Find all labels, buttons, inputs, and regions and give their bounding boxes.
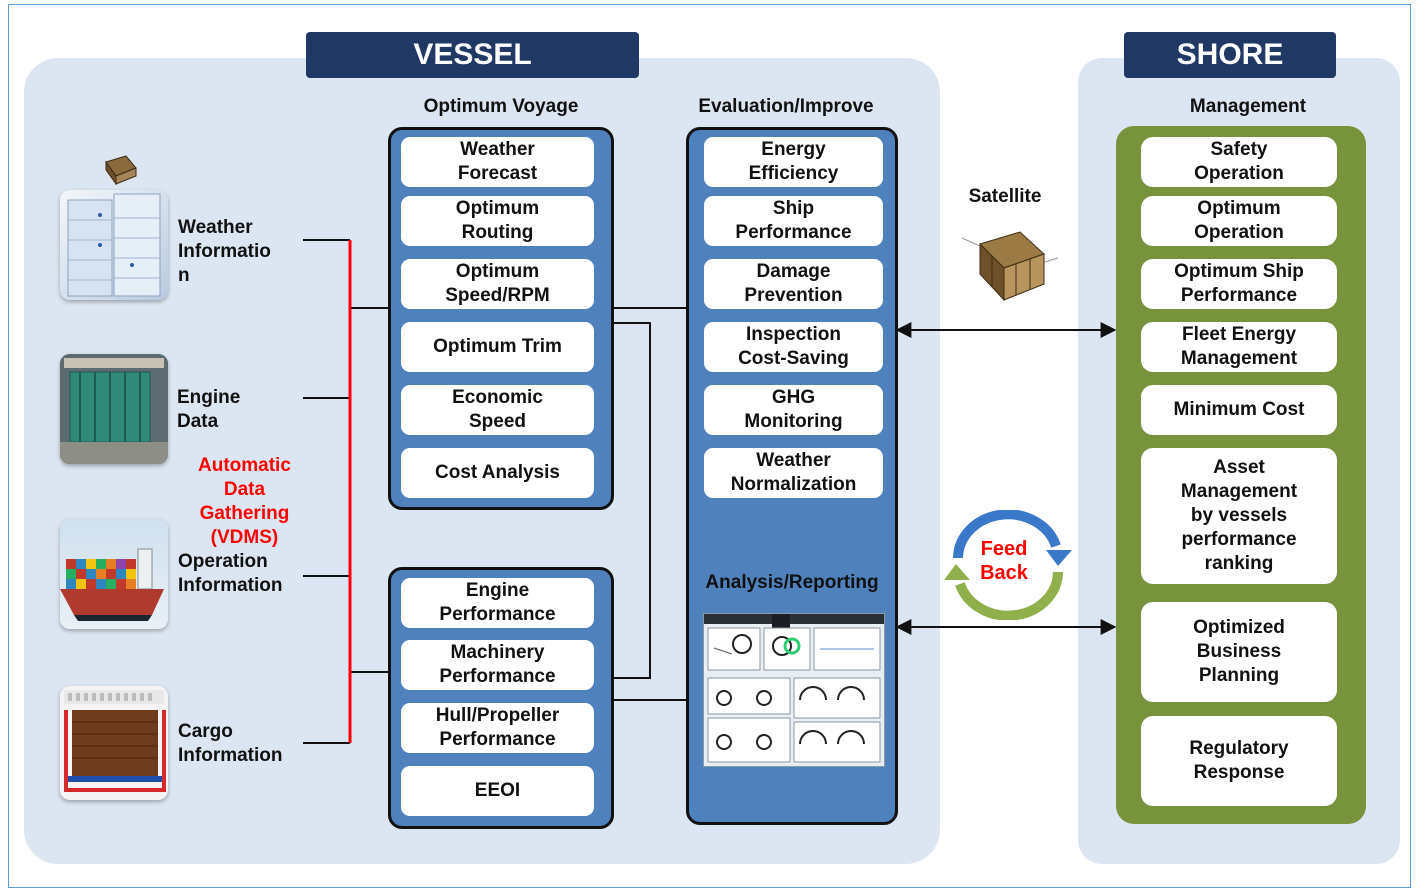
economic-speed-box: Economic Speed	[401, 385, 594, 435]
asset-management-box: Asset Management by vessels performance …	[1141, 448, 1337, 584]
engine-performance-box: Engine Performance	[401, 578, 594, 628]
optimum-trim-box: Optimum Trim	[401, 322, 594, 372]
fleet-energy-management-box: Fleet Energy Management	[1141, 322, 1337, 372]
cost-analysis-box: Cost Analysis	[401, 448, 594, 498]
vessel-header: VESSEL	[306, 32, 639, 78]
feedback-label: Feed Back	[980, 538, 1028, 584]
operation-information-label: Operation Information	[178, 551, 283, 596]
hull-propeller-performance-box: Hull/Propeller Performance	[401, 703, 594, 753]
ship-performance-box: Ship Performance	[704, 196, 883, 246]
evaluation-improve-title: Evaluation/Improve	[698, 96, 874, 117]
weather-normalization-box: Weather Normalization	[704, 448, 883, 498]
management-column: Safety Operation Optimum Operation Optim…	[1116, 126, 1366, 824]
weather-forecast-box: Weather Forecast	[401, 137, 594, 187]
container-ship-icon	[60, 519, 168, 629]
optimum-voyage-column: Weather Forecast Optimum Routing Optimum…	[388, 127, 614, 510]
performance-column: Engine Performance Machinery Performance…	[388, 567, 614, 829]
weather-information-label: Weather Informatio n	[178, 217, 271, 286]
weather-building-icon	[60, 190, 168, 300]
feedback-cycle-icon	[940, 509, 1076, 621]
analysis-dashboard-thumbnail	[703, 613, 885, 767]
optimum-speed-rpm-box: Optimum Speed/RPM	[401, 259, 594, 309]
cargo-information-label: Cargo Information	[178, 721, 283, 766]
optimum-ship-performance-box: Optimum Ship Performance	[1141, 259, 1337, 309]
engine-data-label: Engine Data	[177, 387, 241, 432]
vdms-label: Automatic Data Gathering (VDMS)	[198, 455, 291, 548]
satellite-icon	[958, 218, 1062, 308]
damage-prevention-box: Damage Prevention	[704, 259, 883, 309]
evaluation-column: Energy Efficiency Ship Performance Damag…	[686, 127, 898, 825]
cargo-plan-icon	[60, 686, 168, 800]
satellite-label: Satellite	[968, 186, 1042, 207]
small-satellite-icon	[100, 152, 140, 186]
engine-icon	[60, 354, 168, 464]
optimum-voyage-title: Optimum Voyage	[423, 96, 579, 117]
optimum-operation-box: Optimum Operation	[1141, 196, 1337, 246]
regulatory-response-box: Regulatory Response	[1141, 716, 1337, 806]
inspection-cost-saving-box: Inspection Cost-Saving	[704, 322, 883, 372]
safety-operation-box: Safety Operation	[1141, 137, 1337, 187]
shore-header: SHORE	[1124, 32, 1336, 78]
analysis-reporting-title: Analysis/Reporting	[705, 572, 879, 593]
minimum-cost-box: Minimum Cost	[1141, 385, 1337, 435]
ghg-monitoring-box: GHG Monitoring	[704, 385, 883, 435]
optimum-routing-box: Optimum Routing	[401, 196, 594, 246]
management-title: Management	[1189, 96, 1307, 117]
optimized-business-planning-box: Optimized Business Planning	[1141, 602, 1337, 702]
machinery-performance-box: Machinery Performance	[401, 640, 594, 690]
diagram-frame	[8, 4, 1411, 888]
energy-efficiency-box: Energy Efficiency	[704, 137, 883, 187]
eeoi-box: EEOI	[401, 766, 594, 816]
